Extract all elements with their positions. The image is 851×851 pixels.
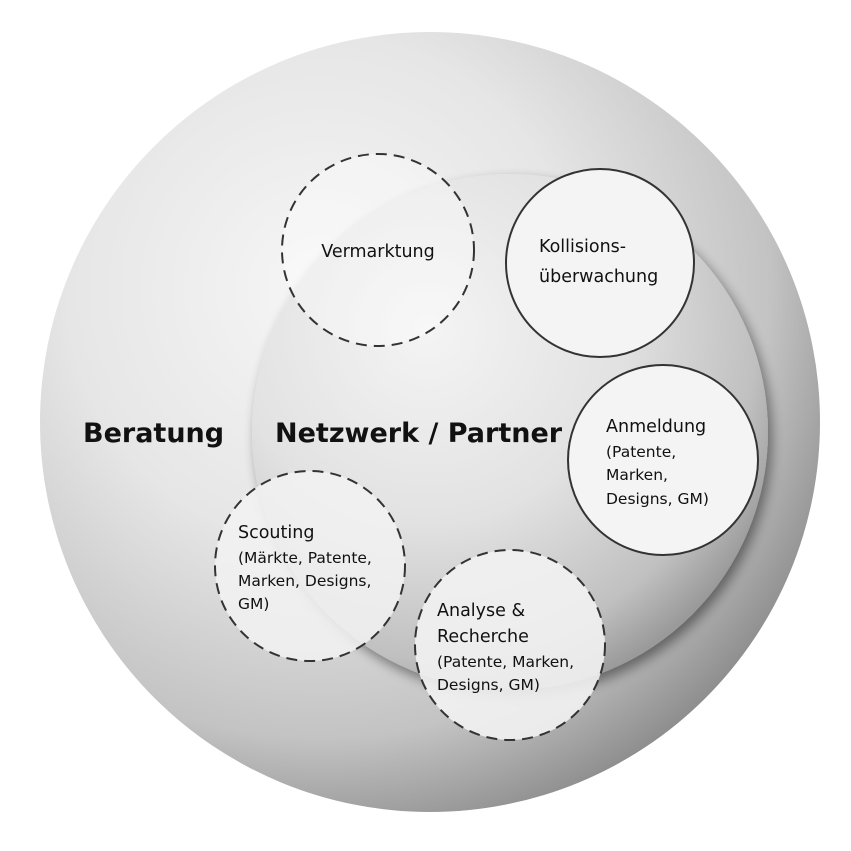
label-anmeldung-line3: Marken, (606, 466, 668, 484)
circle-kollisionsueberwachung (505, 168, 695, 358)
label-scouting-line4: GM) (238, 595, 269, 613)
circle-scouting (214, 470, 406, 662)
label-beratung: Beratung (83, 418, 224, 449)
circle-anmeldung (567, 364, 759, 556)
label-scouting-line2: (Märkte, Patente, (238, 549, 372, 567)
label-analyse-line2: Recherche (437, 627, 529, 647)
label-scouting-title: Scouting (238, 523, 314, 543)
label-kollision-line2: überwachung (539, 267, 658, 287)
circle-analyse-recherche (414, 549, 606, 741)
label-anmeldung-title: Anmeldung (606, 417, 706, 437)
circle-vermarktung (281, 153, 475, 347)
label-analyse-line3: (Patente, Marken, (437, 653, 574, 671)
label-vermarktung: Vermarktung (321, 242, 435, 262)
label-netzwerk-partner: Netzwerk / Partner (275, 418, 563, 449)
label-scouting-line3: Marken, Designs, (238, 572, 371, 590)
label-analyse-line4: Designs, GM) (437, 676, 540, 694)
label-anmeldung-line4: Designs, GM) (606, 490, 709, 508)
label-anmeldung-line2: (Patente, (606, 443, 676, 461)
label-kollision-line1: Kollisions- (539, 237, 626, 257)
label-analyse-title: Analyse & (437, 601, 525, 621)
